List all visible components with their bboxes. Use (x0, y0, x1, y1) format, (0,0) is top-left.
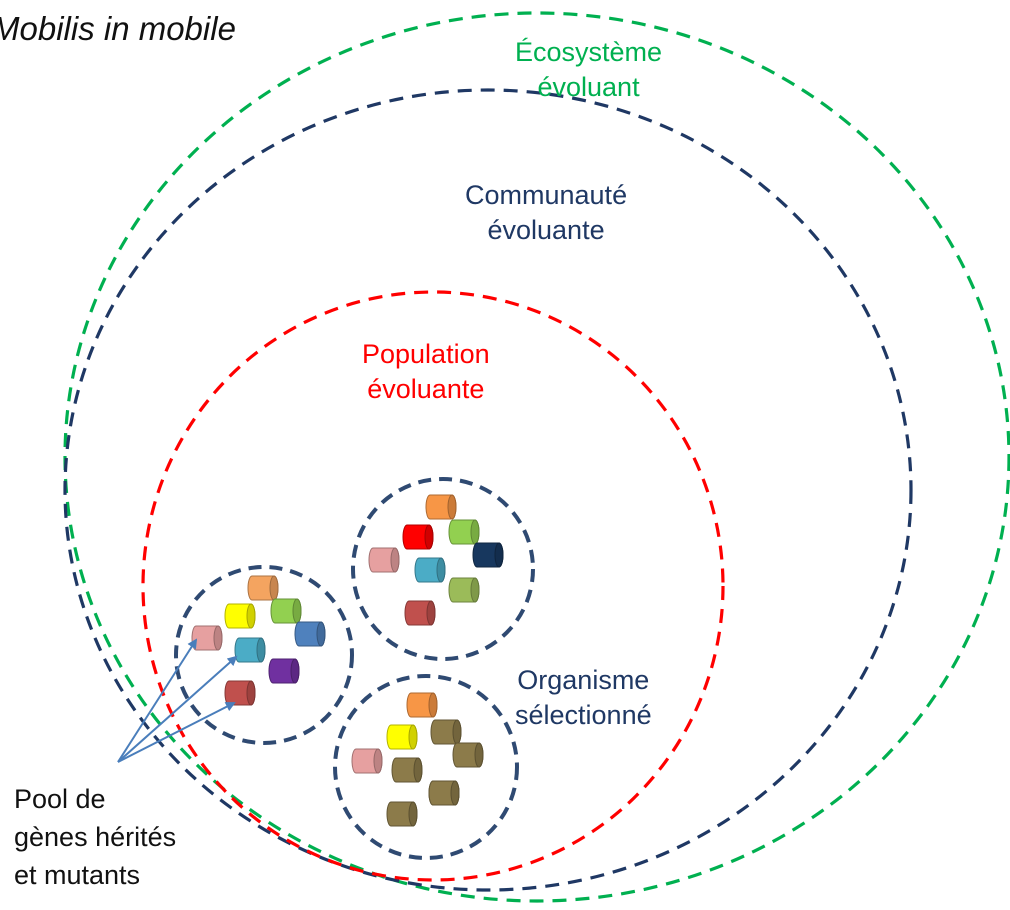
gene-cylinder-left-1 (247, 575, 279, 601)
gene-cylinder-left-8 (224, 680, 256, 706)
gene-cylinder-left-2 (224, 603, 256, 629)
community-label-line2: évoluante (487, 215, 605, 245)
gene-cylinder-bottom-1 (406, 692, 438, 718)
gene-cylinder-bottom-4 (351, 748, 383, 774)
organism-label-line2: sélectionné (515, 700, 652, 730)
ecosystem-label-line1: Écosystème (515, 37, 663, 67)
gene-cylinder-bottom-6 (391, 757, 423, 783)
organism-label: Organisme sélectionné (515, 663, 652, 733)
gene-pool-arrow-2 (117, 655, 238, 763)
gene-cylinder-top-8 (404, 600, 436, 626)
population-label-line2: évoluante (367, 374, 485, 404)
organism-top-ring (351, 477, 535, 661)
gene-cylinder-left-5 (234, 637, 266, 663)
gene-cylinder-top-3 (448, 519, 480, 545)
gene-pool-label: Pool de gènes hérités et mutants (14, 780, 176, 894)
gene-cylinder-bottom-2 (386, 724, 418, 750)
gene-cylinder-left-7 (268, 658, 300, 684)
gene-pool-label-line1: Pool de (14, 784, 106, 814)
gene-pool-arrow-3 (117, 702, 236, 763)
gene-cylinder-top-4 (368, 547, 400, 573)
gene-cylinder-left-3 (270, 598, 302, 624)
community-label-line1: Communauté (465, 180, 628, 210)
gene-group-bottom (351, 692, 484, 827)
community-ring (63, 88, 913, 892)
gene-pool-arrow-1 (117, 638, 198, 763)
ecosystem-label-line2: évoluant (537, 72, 640, 102)
diagram-title: Mobilis in mobile (0, 10, 236, 47)
gene-cylinder-left-6 (294, 621, 326, 647)
gene-cylinder-left-4 (191, 625, 223, 651)
gene-cylinder-bottom-8 (386, 801, 418, 827)
population-ring (141, 290, 725, 882)
gene-pool-label-line3: et mutants (14, 860, 141, 890)
gene-cylinder-bottom-9 (428, 780, 460, 806)
gene-group-top (368, 494, 504, 626)
gene-cylinder-bottom-5 (452, 742, 484, 768)
gene-cylinder-bottom-3 (430, 719, 462, 745)
population-label: Population évoluante (362, 337, 490, 407)
organism-left-ring (174, 565, 354, 745)
organism-label-line1: Organisme (517, 665, 650, 695)
gene-cylinder-top-2 (402, 524, 434, 550)
gene-pool-label-line2: gènes hérités (14, 822, 177, 852)
ecosystem-ring (63, 11, 1010, 903)
organism-bottom-ring (333, 674, 519, 860)
gene-cylinder-top-7 (448, 577, 480, 603)
population-label-line1: Population (362, 339, 490, 369)
community-label: Communauté évoluante (465, 178, 627, 248)
gene-cylinder-top-1 (425, 494, 457, 520)
ecosystem-label: Écosystème évoluant (515, 35, 662, 105)
gene-group-left (191, 575, 326, 706)
gene-cylinder-top-5 (472, 542, 504, 568)
gene-cylinder-top-6 (414, 557, 446, 583)
